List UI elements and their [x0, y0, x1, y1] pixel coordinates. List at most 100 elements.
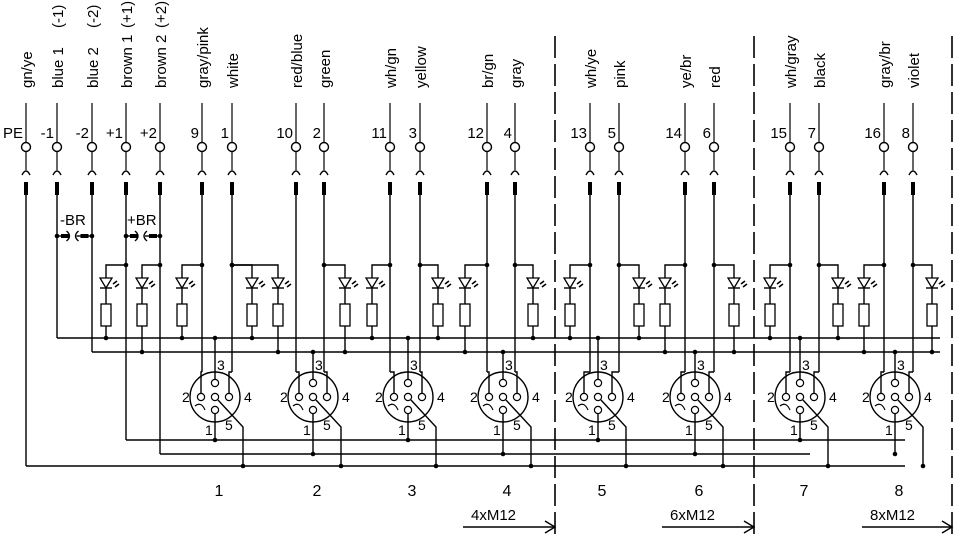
terminal-circle-icon — [226, 141, 238, 153]
pin-3-icon — [403, 378, 413, 388]
resistor-icon — [459, 303, 471, 327]
terminal-2: 2 — [313, 103, 330, 195]
pin-4-icon — [417, 392, 427, 402]
junction-dot — [797, 437, 803, 443]
wire-color-label: br/gn — [480, 54, 497, 88]
junction-dot — [720, 463, 726, 469]
terminal-circle-icon — [679, 141, 691, 153]
connector-number-label: 4 — [503, 483, 512, 500]
junction-dot — [240, 463, 246, 469]
pin-4-icon — [607, 392, 617, 402]
pin-1-icon — [795, 405, 805, 415]
plug-pin-icon — [683, 182, 687, 195]
wire — [619, 264, 640, 278]
terminal-4: 4 — [504, 103, 521, 195]
polarity-label: (+1) — [119, 1, 136, 28]
junction-dot — [892, 451, 898, 457]
junction-dot — [212, 335, 218, 341]
terminal-number: 14 — [665, 125, 682, 142]
light-rays-icon — [776, 280, 784, 288]
junction-dot — [920, 463, 926, 469]
bridge-pin-icon — [149, 234, 157, 238]
pin-number-label: 1 — [303, 422, 311, 438]
socket-arc-icon — [510, 170, 520, 176]
pin-3-icon — [795, 378, 805, 388]
junction-dot — [797, 335, 803, 341]
led-indicator — [98, 264, 126, 338]
plug-pin-icon — [911, 182, 915, 195]
pin-number-label: 3 — [410, 357, 418, 373]
plug-pin-icon — [90, 182, 94, 195]
pin-number-label: 3 — [505, 357, 513, 373]
pin-5-icon — [308, 392, 318, 402]
led-indicator — [174, 264, 202, 338]
bridge-arc-icon — [74, 230, 79, 242]
junction-dot — [123, 262, 129, 268]
led-icon — [762, 277, 778, 290]
terminal-circle-icon — [878, 141, 890, 153]
pin-2-icon — [781, 392, 791, 402]
wire — [324, 264, 346, 278]
led-indicator — [856, 264, 884, 352]
wire-color-label: ye/br — [678, 55, 695, 88]
pin-number-label: 1 — [398, 422, 406, 438]
terminal-circle-icon — [154, 141, 166, 153]
wire — [232, 264, 253, 278]
pin5-wire — [505, 399, 532, 466]
light-rays-icon — [471, 280, 479, 288]
variant-label: 4xM12 — [471, 507, 516, 524]
light-rays-icon — [112, 280, 120, 288]
terminal-5: 5 — [608, 103, 625, 195]
junction-dot — [275, 349, 281, 355]
terminal-number: 9 — [191, 125, 199, 142]
terminal-circle-icon — [708, 141, 720, 153]
light-rays-icon — [351, 280, 359, 288]
polarity-label: (-2) — [85, 5, 102, 28]
terminal-number: 1 — [221, 125, 229, 142]
plug-pin-icon — [200, 182, 204, 195]
light-rays-icon — [188, 280, 196, 288]
junction-dot — [929, 349, 935, 355]
key-notch-icon — [482, 403, 494, 411]
wire — [664, 264, 685, 278]
pin-5-icon — [403, 392, 413, 402]
socket-arc-icon — [155, 170, 165, 176]
pin2-wire — [390, 371, 395, 394]
pin-1-icon — [498, 405, 508, 415]
pin2-wire — [487, 371, 490, 394]
pin2-wire — [680, 371, 685, 394]
terminal-number: 5 — [608, 125, 616, 142]
socket-arc-icon — [291, 170, 301, 176]
bridge-0 — [57, 230, 92, 242]
wire-color-label: gn/ye — [19, 51, 36, 88]
junction-dot — [636, 335, 642, 341]
terminal-12: 12 — [467, 103, 493, 195]
resistor-icon — [432, 303, 444, 327]
wire-color-label: red/blue — [289, 34, 306, 88]
junction-dot — [616, 262, 622, 268]
pin-number-label: 5 — [418, 417, 426, 433]
pin4-wire — [611, 371, 619, 394]
plug-pin-icon — [388, 182, 392, 195]
pin4-wire — [515, 371, 518, 394]
junction-dot — [892, 349, 898, 355]
junction-dot — [342, 349, 348, 355]
pin-number-label: 3 — [217, 357, 225, 373]
socket-arc-icon — [197, 170, 207, 176]
terminal-11: 11 — [371, 103, 396, 195]
terminal-13: 13 — [570, 103, 596, 195]
bridge-pin-icon — [80, 234, 89, 238]
terminal-circle-icon — [509, 141, 521, 153]
junction-dot — [435, 335, 441, 341]
light-rays-icon — [284, 280, 292, 288]
pin-4-icon — [322, 392, 332, 402]
terminal-7: 7 — [808, 103, 825, 195]
junction-dot — [387, 262, 393, 268]
wire-color-label: black — [812, 52, 829, 88]
terminal-plus1: +1 — [106, 103, 132, 195]
junction-dot — [835, 335, 841, 341]
plug-pin-icon — [588, 182, 592, 195]
pin-4-icon — [704, 392, 714, 402]
junction-dot — [595, 335, 601, 341]
wire — [863, 264, 884, 278]
